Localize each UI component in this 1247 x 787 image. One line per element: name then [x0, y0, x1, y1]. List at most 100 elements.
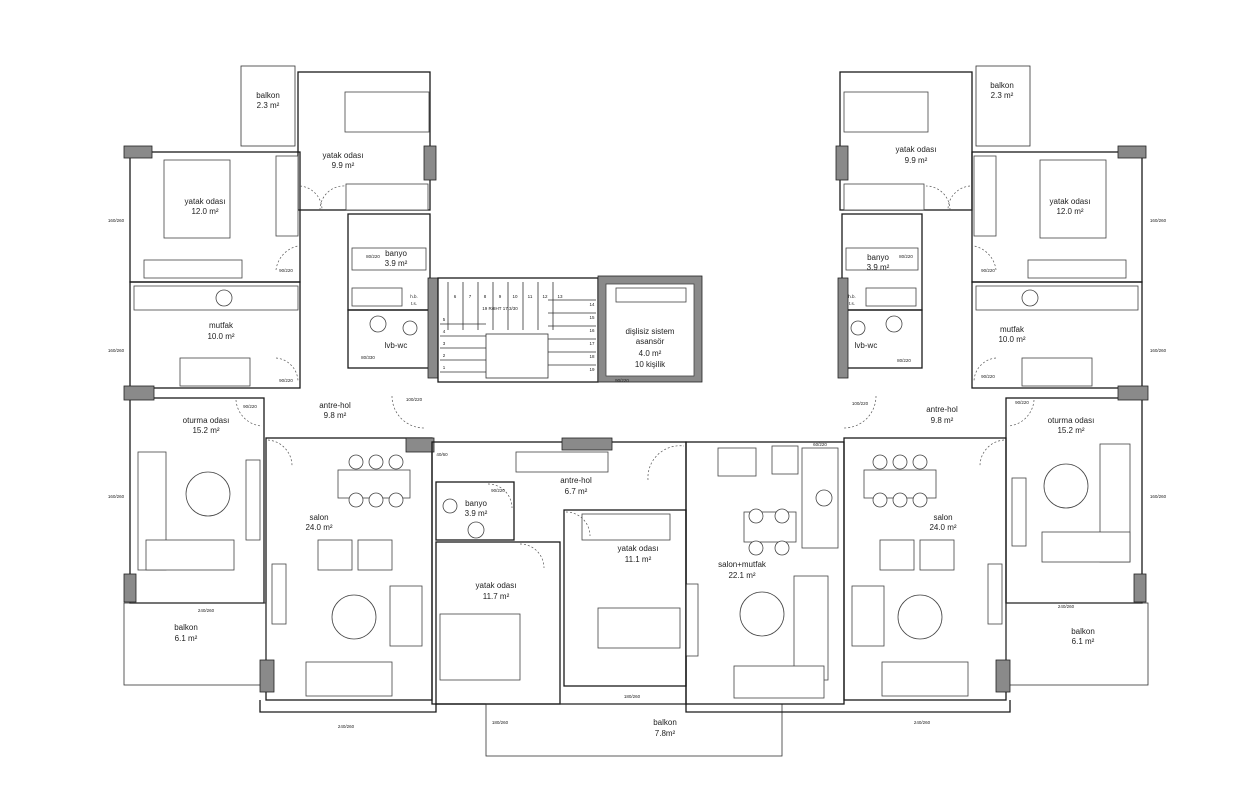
door-swing [565, 511, 591, 537]
sofa [851, 585, 885, 647]
elevator-door [615, 287, 687, 303]
balcony-top-left-outline [240, 65, 296, 147]
stair-void [485, 333, 549, 379]
window-dimension: 160/260 [1150, 218, 1167, 223]
column [1117, 385, 1149, 401]
room-name: balkon [990, 81, 1014, 90]
door-swing [235, 399, 263, 427]
chair [912, 492, 928, 508]
door-swing [275, 245, 299, 271]
balcony-bottom-center-outline [485, 703, 783, 757]
room-area: 15.2 m² [1057, 426, 1084, 435]
sofa [881, 661, 969, 697]
room-name: antre-hol [560, 476, 592, 485]
right-apartment: balkon 2.3 m² yatak odası 9.9 m² yatak o… [813, 65, 1167, 725]
room-name: lvb-wc [385, 341, 408, 350]
sink [815, 489, 833, 507]
coffee-table [1043, 463, 1089, 509]
tv-unit [987, 563, 1003, 625]
bathtub [845, 247, 919, 271]
bed [597, 607, 681, 649]
stair-step-number: 15 [589, 315, 595, 320]
door-swing [487, 483, 513, 509]
bathroom-counter [351, 287, 403, 307]
chair [348, 454, 364, 470]
chair [348, 492, 364, 508]
room-name: banyo [867, 253, 889, 262]
left-apartment: balkon 2.3 m² yatak odası 9.9 m² yatak o… [108, 65, 448, 729]
sink [215, 289, 233, 307]
stair-step-number: 16 [589, 328, 595, 333]
door-dimension: 80/220 [897, 358, 911, 363]
fixture-label: t.s. [411, 301, 417, 306]
door-dimension: 90/220 [1015, 400, 1029, 405]
fridge [717, 447, 757, 477]
door-dimension: 90/220 [491, 488, 505, 493]
door-dimension: 100/220 [406, 397, 423, 402]
door-dimension: 90/220 [615, 378, 629, 383]
stair-step-number: 10 [512, 294, 518, 299]
room-name: oturma odası [1048, 416, 1095, 425]
sink [467, 521, 485, 539]
stair-step-number: 1 [443, 365, 446, 370]
balcony-bottom-right-outline [1005, 602, 1149, 686]
desk [1027, 259, 1127, 279]
chair [774, 508, 790, 524]
kitchen-right-walls [971, 281, 1143, 389]
window-dimension: 160/260 [108, 218, 125, 223]
room-area: 9.8 m² [931, 416, 954, 425]
wardrobe [275, 155, 299, 237]
kitchen-left-walls [129, 281, 301, 389]
chair [892, 492, 908, 508]
room-area: 9.8 m² [324, 411, 347, 420]
room-area: 9.9 m² [332, 161, 355, 170]
wardrobe [581, 513, 671, 541]
chair [388, 454, 404, 470]
column [561, 437, 613, 451]
kitchen-counter [975, 285, 1139, 311]
door-swing [925, 185, 951, 211]
bed [163, 159, 231, 239]
room-name: lvb-wc [855, 341, 878, 350]
sofa [733, 665, 825, 699]
coffee-table [897, 594, 943, 640]
door-dimension: 90/220 [981, 268, 995, 273]
salon-mutfak-unit: salon+mutfak 22.1 m² [685, 441, 845, 705]
window-dimension: 240/260 [198, 608, 215, 613]
sofa [389, 585, 423, 647]
room-name: yatak odası [476, 581, 517, 590]
column [1133, 573, 1147, 603]
stair-step-number: 13 [557, 294, 563, 299]
room-area: 11.1 m² [625, 555, 652, 564]
column [835, 145, 849, 181]
chair [368, 492, 384, 508]
stair-note: 19 R/8HT 17,3/30 [482, 306, 518, 311]
room-area: 10.0 m² [207, 332, 234, 341]
chair [872, 454, 888, 470]
wardrobe [515, 451, 609, 473]
stair-step-number: 18 [589, 354, 595, 359]
wardrobe [843, 183, 925, 211]
stair-step-number: 14 [589, 302, 595, 307]
door-swing [647, 445, 685, 481]
door-dimension: 90/220 [279, 268, 293, 273]
stair-step-number: 11 [528, 294, 533, 299]
armchair [919, 539, 955, 571]
room-area: 3.9 m² [385, 259, 408, 268]
bed [439, 613, 521, 681]
window-dimension: 160/260 [1150, 348, 1167, 353]
room-area: 10.0 m² [998, 335, 1025, 344]
room-name: yatak odası [185, 197, 226, 206]
door-swing [947, 185, 971, 211]
column [123, 145, 153, 159]
room-area: 6.7 m² [565, 487, 588, 496]
room-name: yatak odası [323, 151, 364, 160]
dining-table [1021, 357, 1093, 387]
column [995, 659, 1011, 693]
stair-step-number: 5 [443, 317, 446, 322]
room-name: balkon [256, 91, 280, 100]
stair-step-number: 17 [589, 341, 595, 346]
door-dimension: 80/330 [361, 355, 375, 360]
room-name: balkon [1071, 627, 1095, 636]
